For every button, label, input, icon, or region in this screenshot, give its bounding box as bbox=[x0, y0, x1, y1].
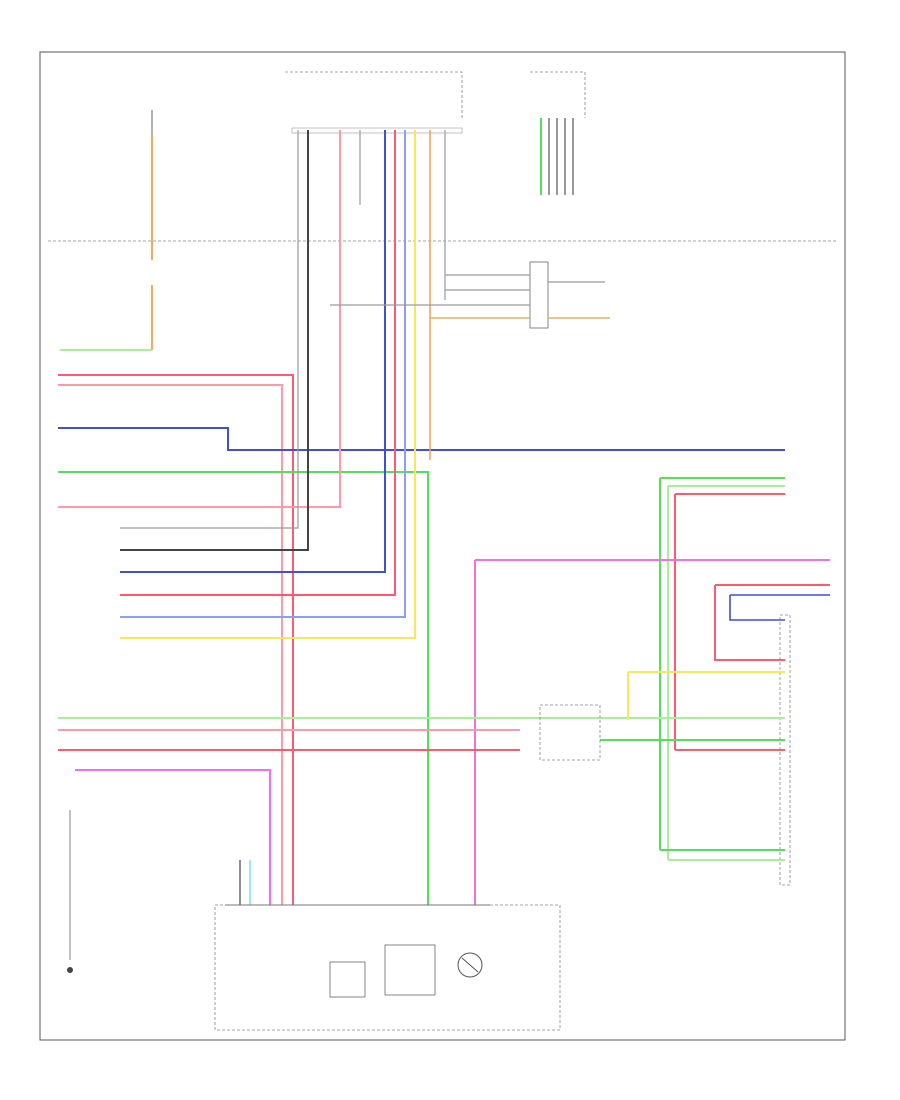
bottom-left-components bbox=[67, 769, 271, 973]
diagram-frame bbox=[39, 51, 846, 1041]
top-module-vertical-wires bbox=[120, 130, 446, 639]
middle-horizontal-wires bbox=[58, 671, 785, 861]
left-harness-wires bbox=[58, 130, 785, 905]
top-module-outline bbox=[285, 71, 463, 118]
top-module-pins bbox=[291, 127, 463, 134]
top-right-connector bbox=[530, 71, 586, 195]
right-connector-wires bbox=[474, 477, 830, 905]
relay-block bbox=[330, 261, 610, 329]
bottom-meter-module bbox=[214, 904, 561, 1031]
top-left-sensor-feed bbox=[60, 110, 154, 351]
